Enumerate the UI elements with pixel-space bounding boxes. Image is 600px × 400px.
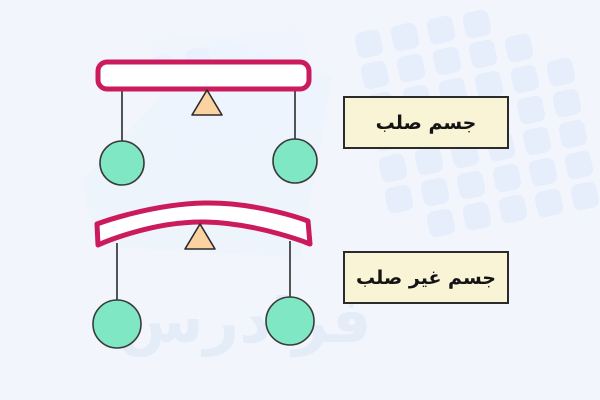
- nonrigid-right-weight: [265, 296, 315, 346]
- label-box-non-rigid-body: جسم غير صلب: [343, 251, 509, 304]
- label-box-rigid-body: جسم صلب: [343, 96, 509, 149]
- rigid-beam: [95, 59, 312, 92]
- label-text-rigid-body: جسم صلب: [375, 111, 477, 134]
- nonrigid-left-weight: [92, 299, 142, 349]
- nonrigid-beam: [94, 200, 313, 248]
- non-rigid-body-figure: [92, 200, 315, 349]
- rigid-left-weight: [99, 140, 145, 186]
- rigid-right-weight: [272, 138, 318, 184]
- nonrigid-fulcrum-triangle: [184, 223, 216, 250]
- rigid-fulcrum-triangle: [191, 89, 223, 116]
- label-text-non-rigid-body: جسم غير صلب: [356, 266, 496, 289]
- rigid-body-figure: [95, 59, 318, 186]
